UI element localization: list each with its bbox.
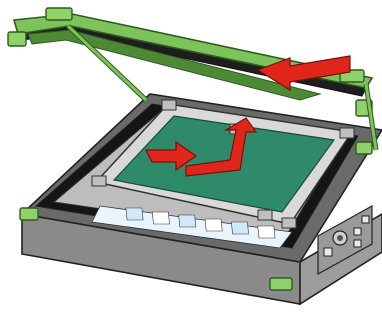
switch-icon [324, 248, 332, 256]
switch-icon [354, 228, 361, 235]
switch-icon [354, 240, 361, 247]
switch-icon [362, 216, 369, 223]
